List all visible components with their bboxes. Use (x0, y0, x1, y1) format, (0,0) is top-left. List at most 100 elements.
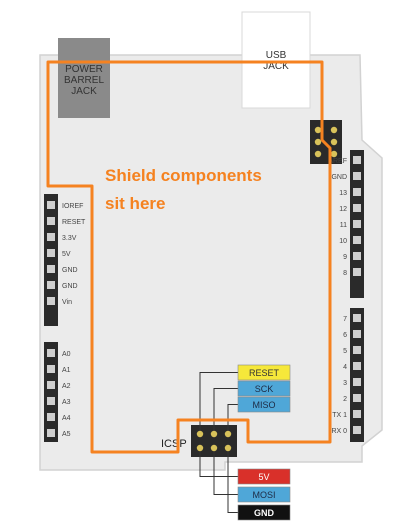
usb-icsp-pin (314, 138, 322, 146)
left-power-pin-label: GND (62, 283, 78, 290)
usb-jack-label-2: JACK (263, 61, 289, 72)
right-digital-high-pin-label: 13 (339, 190, 347, 197)
left-analog-pin-label: A5 (62, 431, 71, 438)
icsp-tag-label: SCK (255, 384, 274, 394)
right-digital-high-pin (353, 236, 361, 244)
right-digital-high-pin (353, 156, 361, 164)
left-power-pin (47, 201, 55, 209)
right-digital-high-pin-label: 10 (339, 238, 347, 245)
right-digital-high-pin (353, 172, 361, 180)
right-digital-high-pin (353, 188, 361, 196)
left-power-pin-label: RESET (62, 219, 86, 226)
icsp-pin (224, 430, 232, 438)
left-power-pin-label: 3.3V (62, 235, 77, 242)
left-analog-pin-label: A2 (62, 383, 71, 390)
right-digital-low-pin-label: 2 (343, 396, 347, 403)
icsp-tag-label: MISO (252, 400, 275, 410)
icsp-tag-label: RESET (249, 368, 280, 378)
icsp-tag-gnd (237, 504, 291, 521)
right-digital-low-pin-label: 3 (343, 380, 347, 387)
icsp-tag-miso (237, 396, 291, 413)
icsp-pin (196, 430, 204, 438)
left-power-pin-label: IOREF (62, 203, 83, 210)
power-jack-label-2: BARREL (64, 75, 104, 86)
right-digital-low-pin (353, 330, 361, 338)
left-power-pin (47, 217, 55, 225)
left-power-pin (47, 297, 55, 305)
left-power-pin (47, 281, 55, 289)
icsp-pin (196, 444, 204, 452)
right-digital-high-pin-label: 8 (343, 270, 347, 277)
right-digital-high-pin (353, 268, 361, 276)
left-analog-pin-label: A1 (62, 367, 71, 374)
usb-jack-label-1: USB (266, 50, 287, 61)
right-digital-low-pin-label: 6 (343, 332, 347, 339)
right-digital-low-pin-label: 4 (343, 364, 347, 371)
icsp-tag-sck (237, 380, 291, 397)
icsp-label: ICSP (161, 438, 187, 450)
left-analog-pin (47, 413, 55, 421)
icsp-tag-mosi (237, 486, 291, 503)
right-digital-high-pin-label: 11 (340, 222, 347, 229)
shield-area-outline (46, 60, 332, 454)
icsp-tag-label: 5V (258, 472, 269, 482)
right-digital-high-pin (353, 204, 361, 212)
icsp-header (191, 425, 237, 457)
usb-icsp-pin (330, 138, 338, 146)
right-digital-low-pin (353, 314, 361, 322)
left-analog-pin (47, 429, 55, 437)
usb-jack (241, 11, 311, 109)
left-power-pin (47, 233, 55, 241)
right-header-digital-low (350, 308, 364, 442)
power-jack-label-3: JACK (71, 86, 97, 97)
usb-icsp-pin (314, 126, 322, 134)
left-power-pin (47, 249, 55, 257)
icsp-wire (199, 372, 238, 430)
usb-icsp-pin (330, 126, 338, 134)
icsp-wire (213, 452, 238, 495)
icsp-pin (224, 444, 232, 452)
left-power-pin (47, 265, 55, 273)
right-digital-high-pin (353, 220, 361, 228)
right-digital-low-pin (353, 410, 361, 418)
right-digital-low-pin (353, 378, 361, 386)
icsp-tag-5v (237, 468, 291, 485)
arduino-board (39, 54, 383, 471)
usb-icsp-pin (314, 150, 322, 158)
icsp-tag-label: GND (254, 508, 275, 518)
icsp-tag-reset (237, 364, 291, 381)
power-barrel-jack (58, 38, 110, 118)
right-digital-low-pin (353, 394, 361, 402)
right-digital-low-pin (353, 362, 361, 370)
left-analog-pin (47, 397, 55, 405)
usb-icsp-pin (330, 150, 338, 158)
right-digital-low-pin-label: RX 0 (331, 428, 347, 435)
left-analog-pin-label: A0 (62, 351, 71, 358)
left-header-power (44, 194, 58, 326)
left-power-pin-label: Vin (62, 299, 72, 306)
right-digital-high-pin (353, 252, 361, 260)
right-digital-high-pin-label: 12 (339, 206, 347, 213)
left-analog-pin-label: A4 (62, 415, 71, 422)
icsp-pin (210, 430, 218, 438)
left-analog-pin (47, 365, 55, 373)
left-power-pin-label: 5V (62, 251, 71, 258)
right-digital-low-pin-label: 5 (343, 348, 347, 355)
icsp-wire (213, 388, 238, 430)
annotation-line-1: Shield components (105, 166, 262, 185)
left-analog-pin-label: A3 (62, 399, 71, 406)
right-digital-low-pin (353, 426, 361, 434)
icsp-wire (227, 452, 238, 513)
right-digital-high-pin-label: 9 (343, 254, 347, 261)
icsp-wire (199, 452, 238, 477)
right-digital-high-pin-label: AREF (328, 158, 347, 165)
icsp-tag-label: MOSI (252, 490, 275, 500)
right-digital-low-pin (353, 346, 361, 354)
annotation-line-2: sit here (105, 194, 165, 213)
left-power-pin-label: GND (62, 267, 78, 274)
right-digital-low-pin-label: TX 1 (332, 412, 347, 419)
left-analog-pin (47, 349, 55, 357)
icsp-pin (210, 444, 218, 452)
